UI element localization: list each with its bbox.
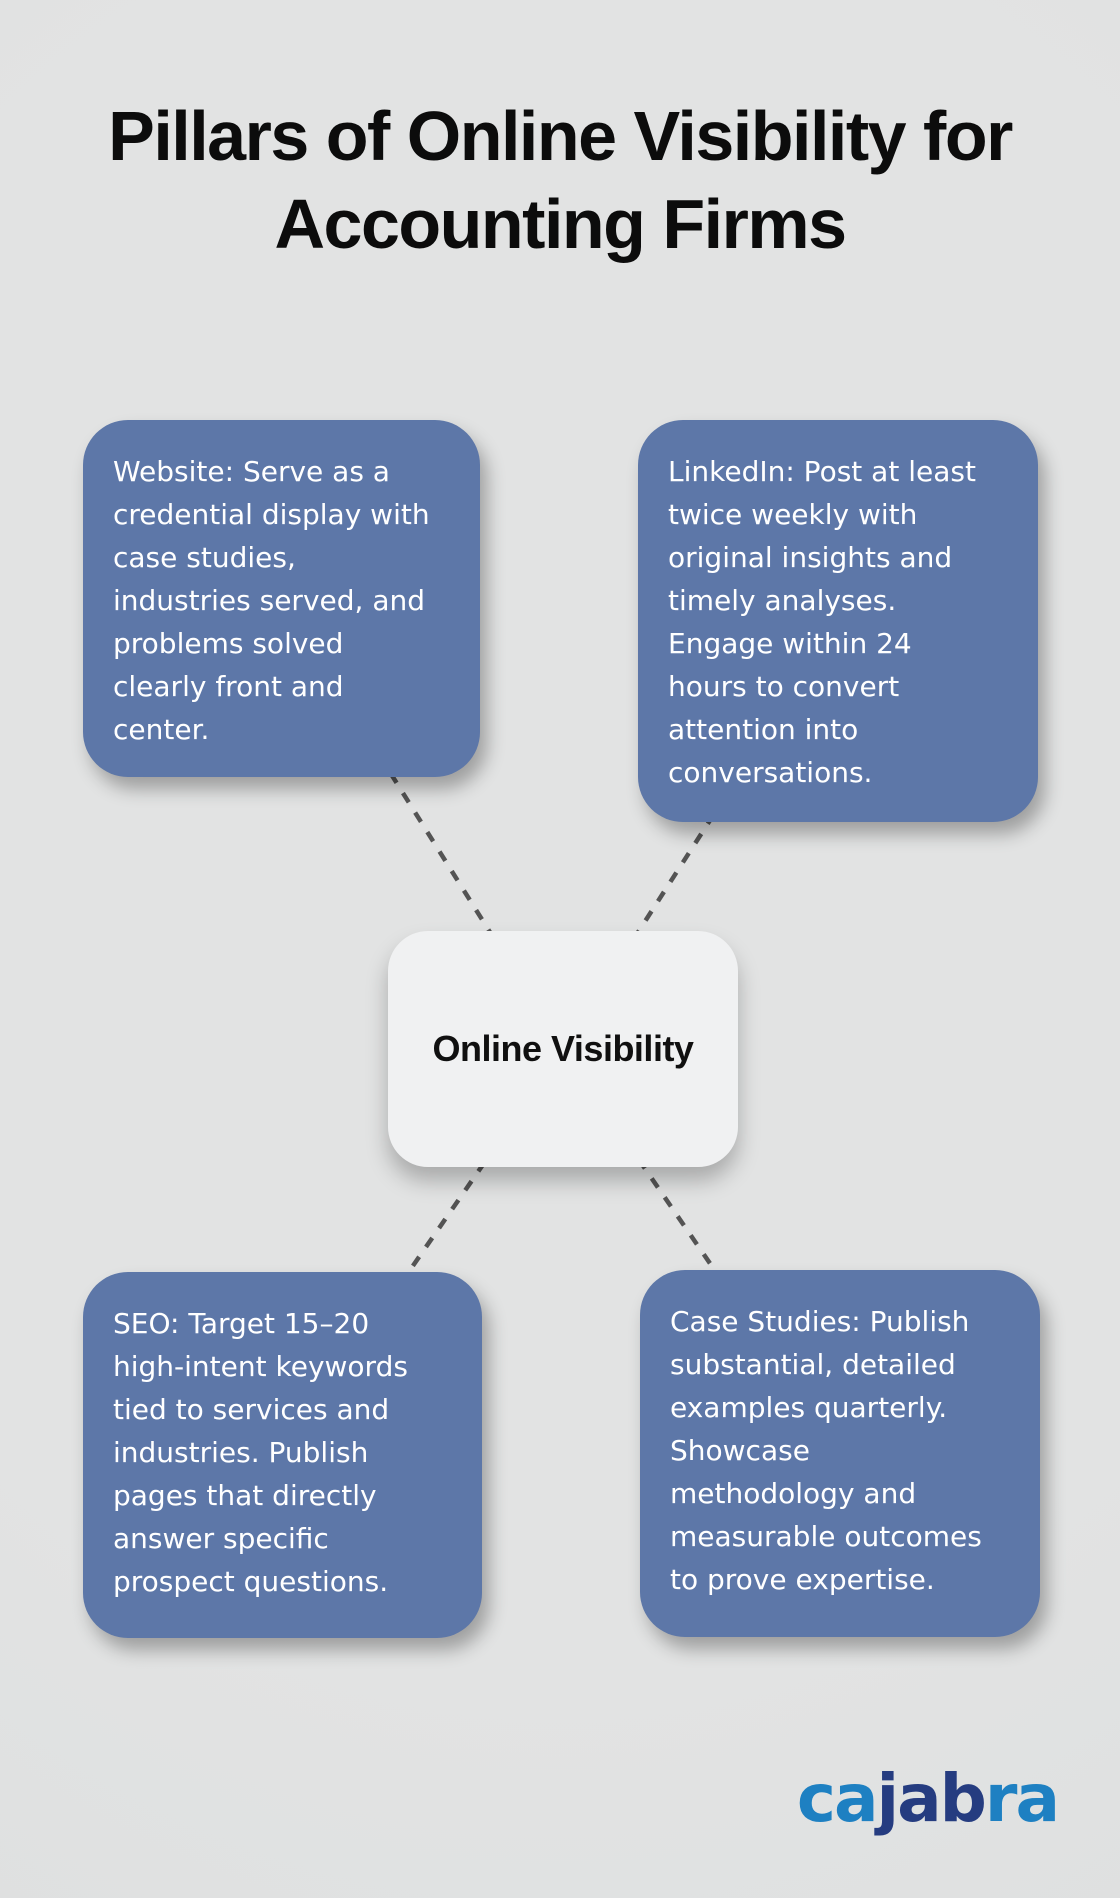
node-case-studies-text-line: substantial, detailed (670, 1348, 956, 1381)
node-seo-text-line: high-intent keywords (113, 1350, 408, 1383)
node-case-studies-text-line: measurable outcomes (670, 1520, 982, 1553)
node-linkedin-text-line: hours to convert (668, 670, 900, 703)
node-linkedin-text-line: timely analyses. (668, 584, 897, 617)
node-website: Website: Serve as a credential display w… (83, 420, 480, 777)
node-linkedin-text-line: original insights and (668, 541, 953, 574)
node-case-studies-text-line: to prove expertise. (670, 1563, 935, 1596)
node-linkedin: LinkedIn: Post at least twice weekly wit… (638, 420, 1038, 822)
logo-segment-jab: jab (876, 1760, 987, 1837)
center-node-label: Online Visibility (432, 1028, 694, 1069)
node-seo-text-line: industries. Publish (113, 1436, 369, 1469)
node-website-text-line: case studies, (113, 541, 296, 574)
node-website-text-line: center. (113, 713, 210, 746)
node-case-studies-text-line: Case Studies: Publish (670, 1305, 970, 1338)
node-website-text-line: credential display with (113, 498, 430, 531)
node-website-text-line: problems solved (113, 627, 344, 660)
node-case-studies-text-line: methodology and (670, 1477, 917, 1510)
node-linkedin-text-line: LinkedIn: Post at least (668, 455, 976, 488)
node-case-studies-text-line: Showcase (670, 1434, 810, 1467)
logo-segment-ca: ca (796, 1760, 879, 1837)
node-seo-text-line: pages that directly (113, 1479, 377, 1512)
node-seo-text-line: answer specific (113, 1522, 329, 1555)
node-linkedin-text-line: conversations. (668, 756, 873, 789)
node-linkedin-text-line: attention into (668, 713, 859, 746)
cajabra-logo: cajabra (797, 1766, 1060, 1832)
node-website-text-line: Website: Serve as a (113, 455, 390, 488)
node-seo-text-line: tied to services and (113, 1393, 390, 1426)
node-seo-text-line: prospect questions. (113, 1565, 389, 1598)
logo-segment-ra: ra (984, 1760, 1060, 1837)
node-seo: SEO: Target 15–20 high-intent keywords t… (83, 1272, 482, 1638)
node-website-text-line: clearly front and (113, 670, 344, 703)
page-title-line-1: Pillars of Online Visibility for (108, 97, 1013, 175)
node-website-text-line: industries served, and (113, 584, 425, 617)
node-linkedin-text-line: twice weekly with (668, 498, 918, 531)
page-title-line-2: Accounting Firms (274, 185, 847, 263)
node-case-studies: Case Studies: Publish substantial, detai… (640, 1270, 1040, 1637)
page-title: Pillars of Online Visibility for Account… (0, 92, 1120, 268)
node-seo-text-line: SEO: Target 15–20 (113, 1307, 370, 1340)
node-online-visibility: Online Visibility (388, 931, 738, 1167)
node-linkedin-text-line: Engage within 24 (668, 627, 912, 660)
node-case-studies-text-line: examples quarterly. (670, 1391, 948, 1424)
